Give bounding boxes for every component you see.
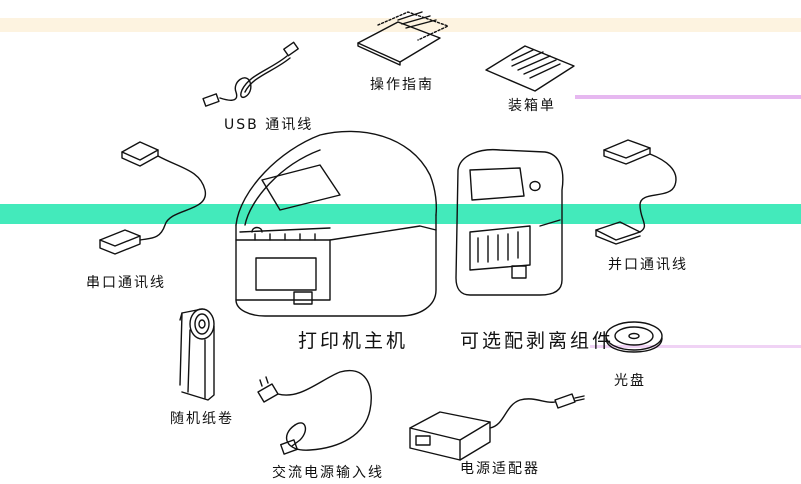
paper-roll-label: 随机纸卷 <box>170 411 234 427</box>
cd-drawing <box>605 321 663 353</box>
manual-drawing <box>357 11 449 66</box>
printer-label: 打印机主机 <box>298 330 409 352</box>
usb-cable-label: USB 通讯线 <box>224 117 314 133</box>
power-adapter-label: 电源适配器 <box>460 461 540 477</box>
printer-drawing <box>235 130 438 317</box>
power-cord-drawing <box>257 369 372 455</box>
serial-cable-drawing <box>99 141 206 255</box>
peeler-drawing <box>455 148 564 296</box>
usb-cable-drawing <box>202 41 299 107</box>
cd-label: 光盘 <box>614 373 646 389</box>
manual-label: 操作指南 <box>370 77 434 93</box>
packing-list-drawing <box>485 45 575 92</box>
cream-band <box>0 18 801 32</box>
pink-band-2 <box>590 345 801 348</box>
serial-cable-label: 串口通讯线 <box>86 275 166 291</box>
parallel-cable-label: 并口通讯线 <box>608 257 688 273</box>
peeler-label: 可选配剥离组件 <box>460 330 615 352</box>
packing-list-label: 装箱单 <box>508 98 556 114</box>
paper-roll-drawing <box>179 308 215 401</box>
pink-band <box>575 95 801 99</box>
power-cord-label: 交流电源输入线 <box>272 465 384 481</box>
parallel-cable-drawing <box>595 139 677 245</box>
teal-glitch-band <box>0 204 801 224</box>
power-adapter-drawing <box>409 393 585 461</box>
